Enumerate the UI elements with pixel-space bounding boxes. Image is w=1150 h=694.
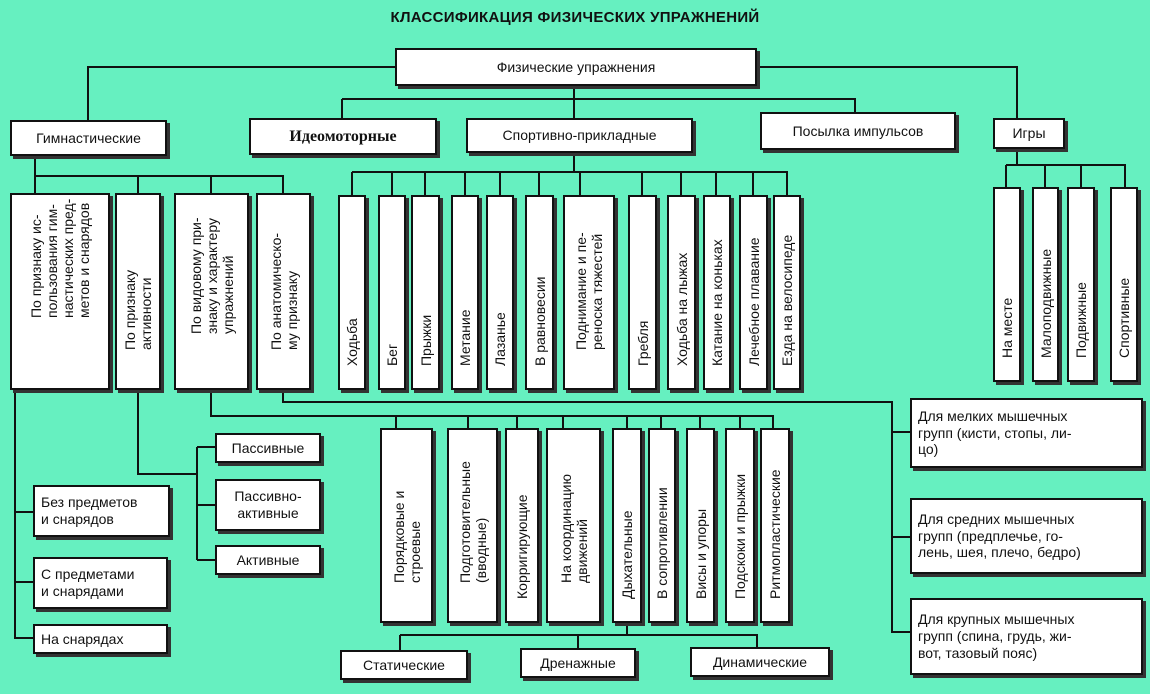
- kind-item: На координацию движений: [546, 428, 601, 623]
- game-item: Малоподвижные: [1032, 187, 1059, 382]
- activity-item: Активные: [215, 545, 321, 575]
- kind-item: Корригирующие: [505, 428, 539, 623]
- activity-item: Пассивные: [215, 433, 321, 463]
- equipment-item: На снарядах: [33, 624, 168, 654]
- breathing-type: Статические: [340, 650, 468, 680]
- sport-item: В равновесии: [525, 195, 554, 390]
- kind-item: В сопротивлении: [648, 428, 676, 623]
- kind-item: Подготовительные (вводные): [447, 428, 498, 623]
- breathing-type: Динамические: [690, 647, 830, 677]
- kind-item: Висы и упоры: [686, 428, 715, 623]
- category-ideomotor: Идеомоторные: [249, 118, 437, 155]
- kind-item: Порядковые и строевые: [380, 428, 433, 623]
- sport-item: Лазанье: [486, 195, 514, 390]
- category-sport-applied: Спортивно-прикладные: [466, 118, 693, 153]
- sport-item: Гребля: [628, 195, 657, 390]
- anatomy-item: Для крупных мышечных групп (спина, грудь…: [910, 598, 1143, 675]
- diagram-title: КЛАССИФИКАЦИЯ ФИЗИЧЕСКИХ УПРАЖНЕНИЙ: [390, 9, 760, 26]
- sport-item: Езда на велосипеде: [773, 195, 801, 390]
- anatomy-item: Для мелких мышечных групп (кисти, стопы,…: [910, 398, 1143, 468]
- root-node: Физические упражнения: [395, 48, 757, 86]
- anatomy-item: Для средних мышечных групп (предплечье, …: [910, 498, 1143, 574]
- sport-item: Ходьба на лыжах: [667, 195, 696, 390]
- sport-item: Ходьба: [338, 195, 366, 390]
- breathing-type: Дренажные: [520, 648, 636, 678]
- sport-item: Бег: [378, 195, 406, 390]
- gym-criterion-kind: По видовому при- знаку и характеру упраж…: [174, 193, 249, 390]
- gym-criterion-anatomy: По анатомическо- му признаку: [256, 193, 311, 390]
- sport-item: Катание на коньках: [703, 195, 731, 390]
- equipment-item: Без предметов и снарядов: [33, 485, 170, 537]
- game-item: Спортивные: [1110, 187, 1138, 382]
- kind-item: Ритмопластические: [760, 428, 790, 623]
- gym-criterion-activity: По признаку активности: [115, 193, 161, 390]
- game-item: Подвижные: [1067, 187, 1095, 382]
- activity-item: Пассивно- активные: [215, 479, 321, 531]
- sport-item: Поднимание и пе- реноска тяжестей: [563, 195, 615, 390]
- game-item: На месте: [993, 187, 1021, 382]
- sport-item: Прыжки: [411, 195, 440, 390]
- equipment-item: С предметами и снарядами: [33, 557, 168, 609]
- sport-item: Лечебное плавание: [739, 195, 768, 390]
- sport-item: Метание: [451, 195, 479, 390]
- category-gymnastic: Гимнастические: [10, 120, 167, 156]
- category-games: Игры: [993, 118, 1065, 149]
- gym-criterion-equipment: По признаку ис- пользования гим- настиче…: [10, 193, 110, 390]
- kind-item: Подскоки и прыжки: [725, 428, 755, 623]
- category-impulses: Посылка импульсов: [760, 112, 956, 150]
- kind-item: Дыхательные: [612, 428, 642, 623]
